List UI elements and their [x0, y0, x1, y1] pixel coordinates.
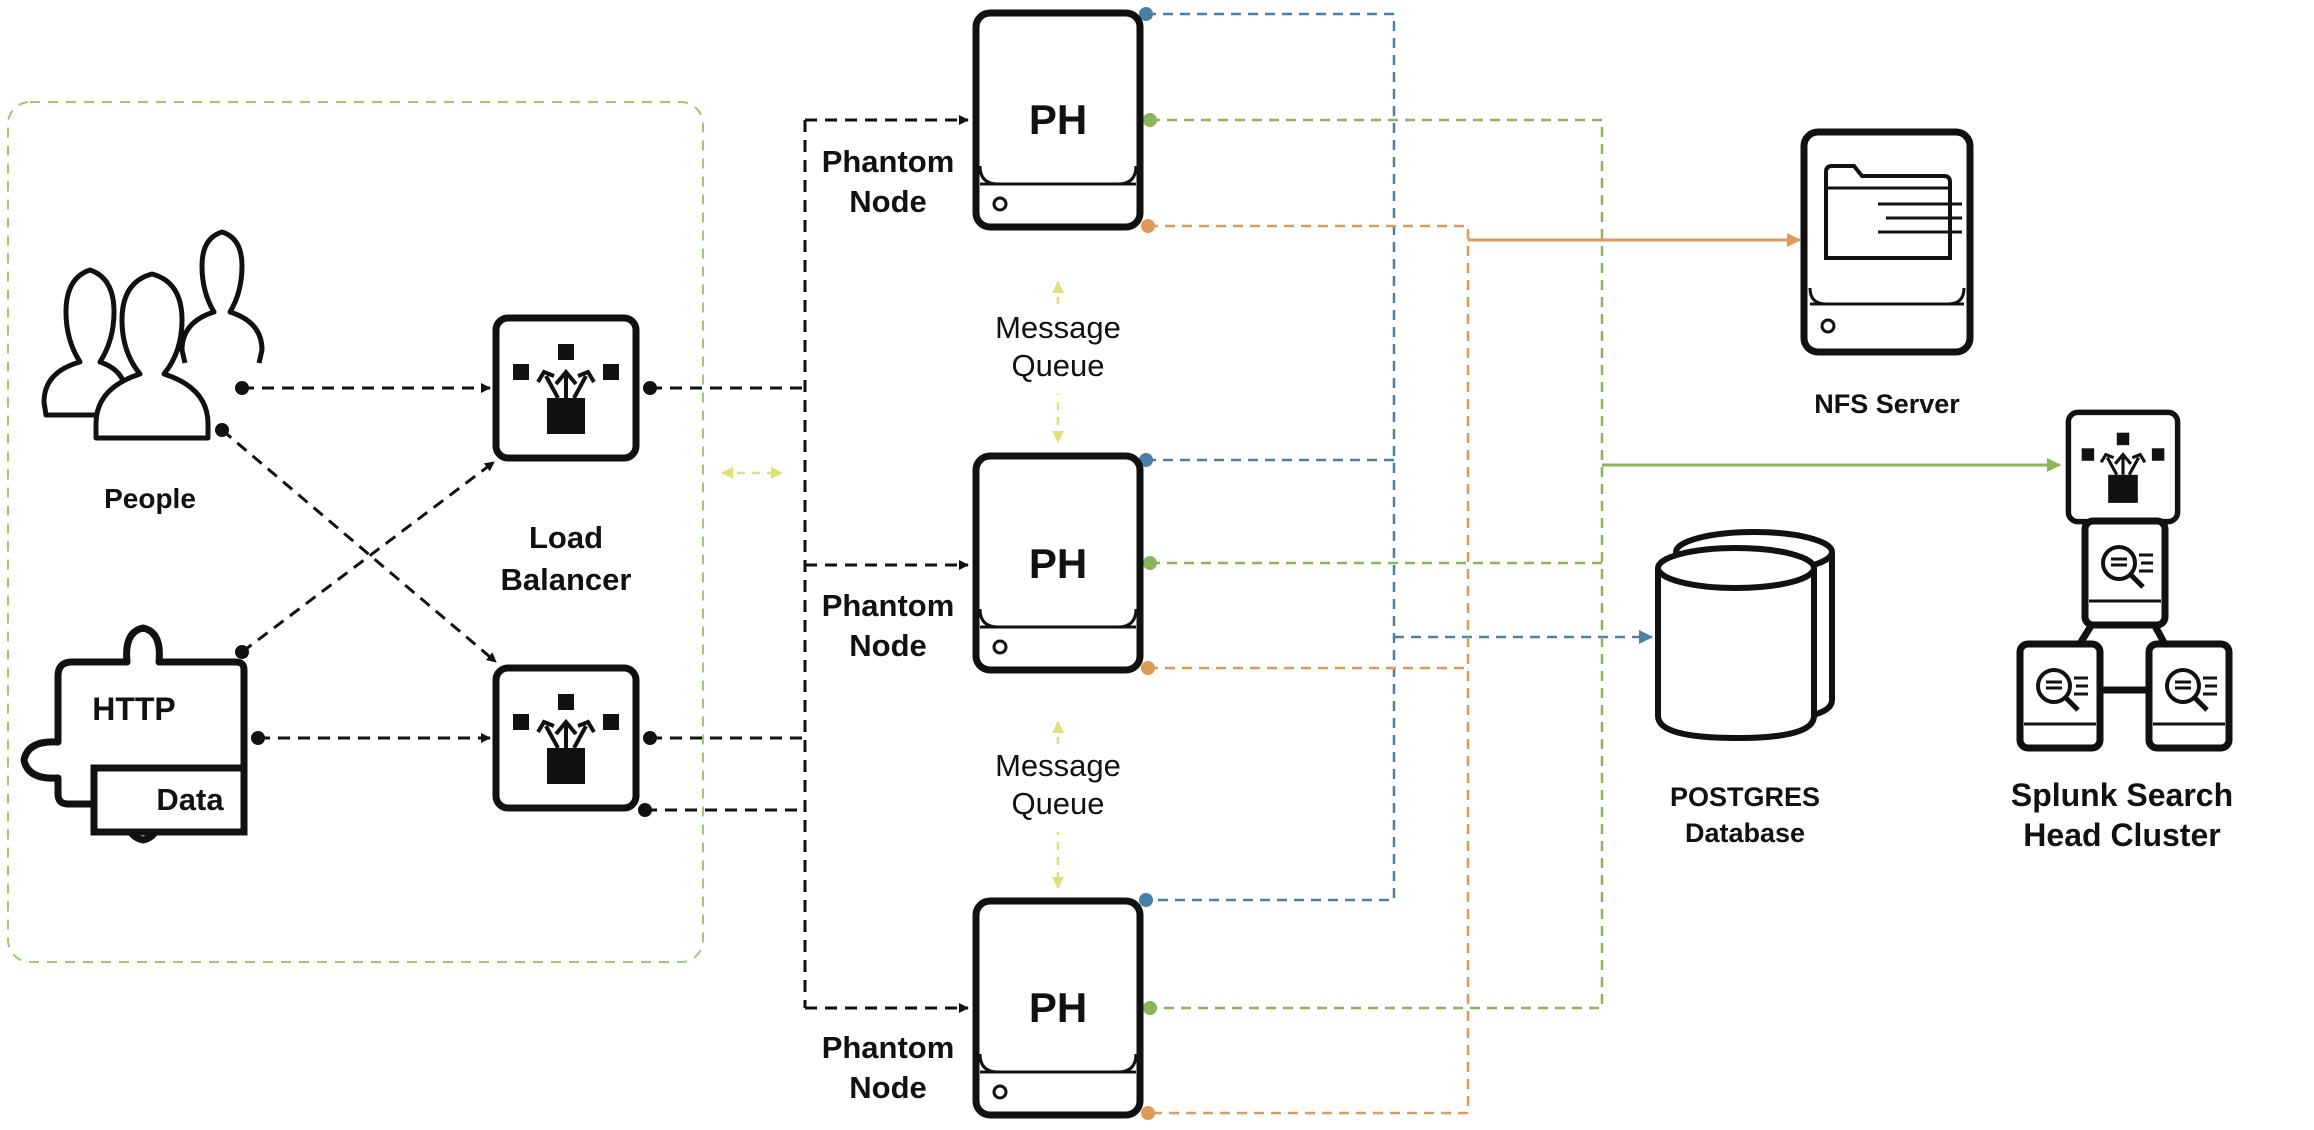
phantom-node-label-1a: Phantom	[822, 144, 955, 179]
data-label: Data	[156, 782, 224, 817]
load-balancer-icon-bottom	[496, 668, 636, 808]
message-queue-label-1b: Queue	[1011, 348, 1104, 383]
phantom-node-label-1b: Node	[849, 184, 927, 219]
client-zone	[7, 101, 704, 963]
load-balancer-label-1: Load	[529, 520, 603, 555]
phantom-node-glyph-1: PH	[1029, 96, 1087, 143]
phantom-node-label-2b: Node	[849, 628, 927, 663]
connector-dots	[215, 381, 657, 817]
green-dots	[1143, 113, 1157, 1015]
phantom-node-glyph-3: PH	[1029, 984, 1087, 1031]
load-balancer-label-2: Balancer	[501, 562, 632, 597]
nfs-server-label: NFS Server	[1814, 389, 1960, 419]
message-queue-bg	[980, 304, 1136, 832]
postgres-label-1: POSTGRES	[1670, 782, 1820, 812]
blue-connectors	[1146, 12, 1653, 902]
orange-dots	[1141, 219, 1155, 1120]
phantom-node-label-3a: Phantom	[822, 1030, 955, 1065]
phantom-node-label-3b: Node	[849, 1070, 927, 1105]
http-label: HTTP	[92, 691, 176, 727]
message-queue-label-2b: Queue	[1011, 786, 1104, 821]
http-data-icon	[20, 624, 248, 844]
splunk-label-2: Head Cluster	[2023, 817, 2220, 853]
green-connectors	[1150, 118, 1604, 1010]
load-balancer-icon-top	[496, 318, 636, 458]
people-label: People	[104, 483, 196, 514]
people-icon	[41, 229, 265, 441]
postgres-database-icon	[1655, 529, 1835, 742]
nfs-server-icon	[1800, 128, 1974, 356]
blue-dots	[1139, 7, 1153, 907]
phantom-node-label-2a: Phantom	[822, 588, 955, 623]
postgres-label-2: Database	[1685, 818, 1805, 848]
splunk-cluster-icon	[2020, 412, 2229, 748]
splunk-label-1: Splunk Search	[2011, 777, 2233, 813]
message-queue-label-1a: Message	[995, 310, 1121, 345]
orange-connectors	[1148, 224, 1470, 1115]
black-connectors	[221, 115, 969, 1013]
message-queue-label-2a: Message	[995, 748, 1121, 783]
phantom-node-glyph-2: PH	[1029, 540, 1087, 587]
